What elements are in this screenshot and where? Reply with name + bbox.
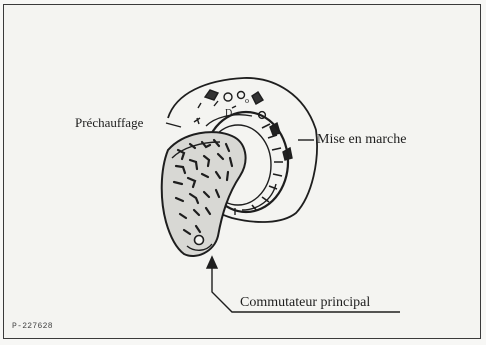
leader-preheat <box>166 123 181 127</box>
label-preheat: Préchauffage <box>75 115 143 131</box>
figure-reference-code: P-227628 <box>12 322 53 331</box>
leader-arrowhead <box>207 257 217 268</box>
label-start: Mise en marche <box>317 132 406 148</box>
svg-text:o: o <box>245 96 249 105</box>
label-main-switch: Commutateur principal <box>240 295 370 311</box>
switch-knob <box>162 132 246 256</box>
